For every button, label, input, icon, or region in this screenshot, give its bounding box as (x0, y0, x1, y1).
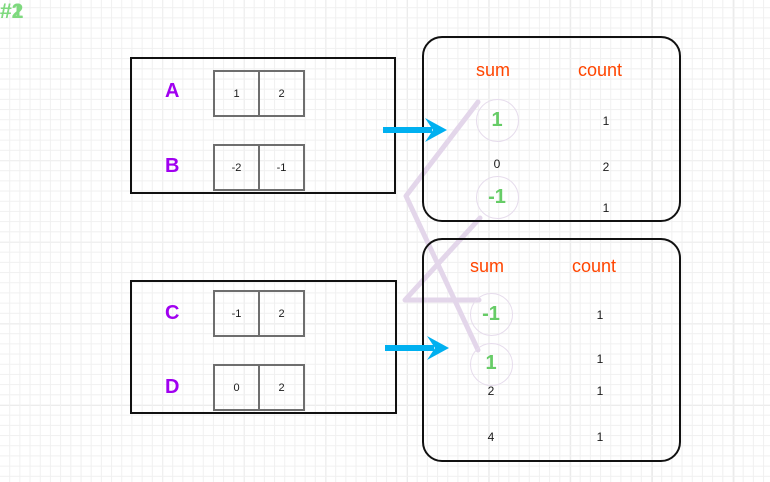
group-label-2: #2 (0, 0, 24, 23)
cell-d-1: 2 (258, 364, 305, 411)
connector-sum-minus-one (402, 215, 483, 303)
cell-a-1: 2 (258, 70, 305, 117)
agg2-header-sum: sum (470, 256, 505, 276)
group-label-1: #1 (0, 0, 24, 23)
agg2-count-0: 1 (596, 308, 604, 322)
agg1-header-count: count (578, 60, 623, 80)
agg2-sum-0: -1 (482, 303, 500, 325)
agg1-header-sum: sum (476, 60, 511, 80)
row-letter-b: B (165, 155, 180, 177)
agg2-sum-3: 4 (487, 430, 495, 444)
agg2-count-1: 1 (596, 352, 604, 366)
agg1-highlight-circle-2 (476, 176, 519, 219)
agg1-count-0: 1 (602, 114, 610, 128)
arrow-group1-to-agg1 (383, 118, 447, 142)
row-letter-c: C (165, 302, 180, 324)
agg2-count-2: 1 (596, 384, 604, 398)
agg2-sum-1: 1 (485, 352, 497, 374)
agg1-count-1: 2 (602, 160, 610, 174)
row-pair-b: -2 -1 (213, 144, 305, 191)
agg2-highlight-circle-0 (470, 293, 513, 336)
group-box-1 (130, 57, 396, 194)
agg2-count-3: 1 (596, 430, 604, 444)
agg2-header-count: count (572, 256, 617, 276)
agg2-highlight-circle-1 (470, 343, 513, 386)
row-pair-d: 0 2 (213, 364, 305, 411)
row-pair-c: -1 2 (213, 290, 305, 337)
agg1-sum-1: 0 (493, 157, 501, 171)
agg1-sum-2: -1 (488, 186, 506, 208)
row-pair-a: 1 2 (213, 70, 305, 117)
cell-c-1: 2 (258, 290, 305, 337)
agg1-sum-0: 1 (491, 109, 503, 131)
agg1-highlight-circle-0 (476, 99, 519, 142)
row-letter-a: A (165, 80, 180, 102)
row-letter-d: D (165, 376, 180, 398)
agg1-count-2: 1 (602, 201, 610, 215)
arrow-group2-to-agg2 (385, 336, 449, 360)
cell-b-1: -1 (258, 144, 305, 191)
agg2-sum-2: 2 (487, 384, 495, 398)
